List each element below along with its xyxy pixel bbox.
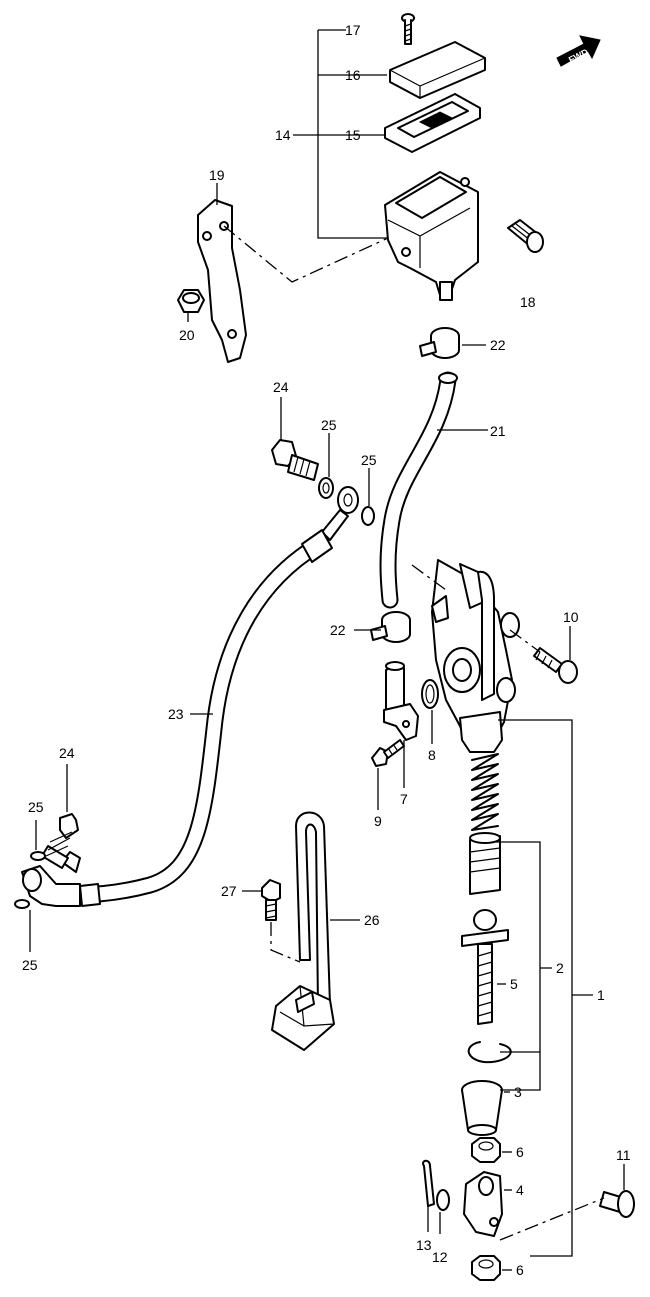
callout-24a: 24 [273, 379, 289, 395]
callout-24b: 24 [59, 745, 75, 761]
reservoir-cap [389, 41, 486, 99]
banjo-fitting [321, 486, 359, 541]
master-cylinder [431, 559, 520, 753]
inlet-fitting [383, 661, 419, 741]
banjo-bolt-top [271, 439, 319, 481]
callout-26: 26 [364, 912, 380, 928]
flange-nut [177, 289, 205, 313]
return-spring [471, 753, 499, 831]
banjo-bolt-lower [41, 813, 81, 873]
fwd-arrow-icon: FWD [556, 35, 601, 67]
o-ring [421, 679, 439, 709]
callout-25b: 25 [361, 452, 377, 468]
callout-22b: 22 [330, 622, 346, 638]
callout-12: 12 [432, 1249, 448, 1265]
circlip [467, 1041, 512, 1064]
clevis-pin [599, 1190, 635, 1218]
callout-13: 13 [416, 1237, 432, 1253]
callout-25d: 25 [22, 957, 38, 973]
hose-clamp-lower [370, 611, 411, 643]
sealing-washer-4 [14, 899, 30, 909]
sealing-washer [318, 477, 334, 499]
callout-8: 8 [428, 747, 436, 763]
callout-11: 11 [616, 1147, 631, 1163]
dust-boot [461, 1080, 503, 1136]
callout-20: 20 [179, 327, 195, 343]
callout-10: 10 [563, 609, 579, 625]
reservoir-bolt [507, 219, 544, 253]
plain-washer [436, 1189, 450, 1211]
callout-15: 15 [345, 127, 361, 143]
callout-2: 2 [556, 960, 564, 976]
mounting-bracket [197, 199, 247, 363]
clevis [463, 1171, 503, 1237]
callout-6b: 6 [516, 1262, 524, 1278]
bracket-bolt [261, 879, 281, 921]
callout-6a: 6 [516, 1144, 524, 1160]
cap-screw [401, 13, 415, 45]
reservoir-body [384, 171, 479, 301]
mounting-bolt [533, 647, 578, 684]
callout-9: 9 [374, 813, 382, 829]
push-rod [461, 909, 509, 1025]
reservoir-diaphragm [384, 93, 481, 153]
callout-16: 16 [345, 67, 361, 83]
lock-nut-upper [471, 1137, 501, 1163]
hose-guide-bracket [271, 811, 335, 1051]
lock-nut-lower [471, 1255, 501, 1281]
sealing-washer-2 [361, 506, 375, 526]
callout-25a: 25 [321, 417, 337, 433]
callout-21: 21 [490, 423, 506, 439]
callout-3: 3 [514, 1084, 522, 1100]
banjo-fitting-lower [21, 865, 81, 907]
hose-clamp-top [419, 327, 460, 359]
callout-7: 7 [400, 791, 408, 807]
sealing-washer-3 [30, 851, 46, 861]
callout-22a: 22 [490, 337, 506, 353]
piston-assembly [469, 832, 501, 895]
cotter-pin [422, 1159, 435, 1207]
callout-1: 1 [597, 987, 605, 1003]
callout-23: 23 [168, 706, 184, 722]
callout-14: 14 [275, 127, 291, 143]
callout-25c: 25 [28, 799, 44, 815]
fitting-screw [371, 739, 405, 767]
callout-19: 19 [209, 167, 225, 183]
callout-5: 5 [510, 976, 518, 992]
callout-27: 27 [221, 883, 237, 899]
callout-18: 18 [520, 294, 536, 310]
callout-17: 17 [345, 22, 361, 38]
callout-4: 4 [516, 1182, 524, 1198]
